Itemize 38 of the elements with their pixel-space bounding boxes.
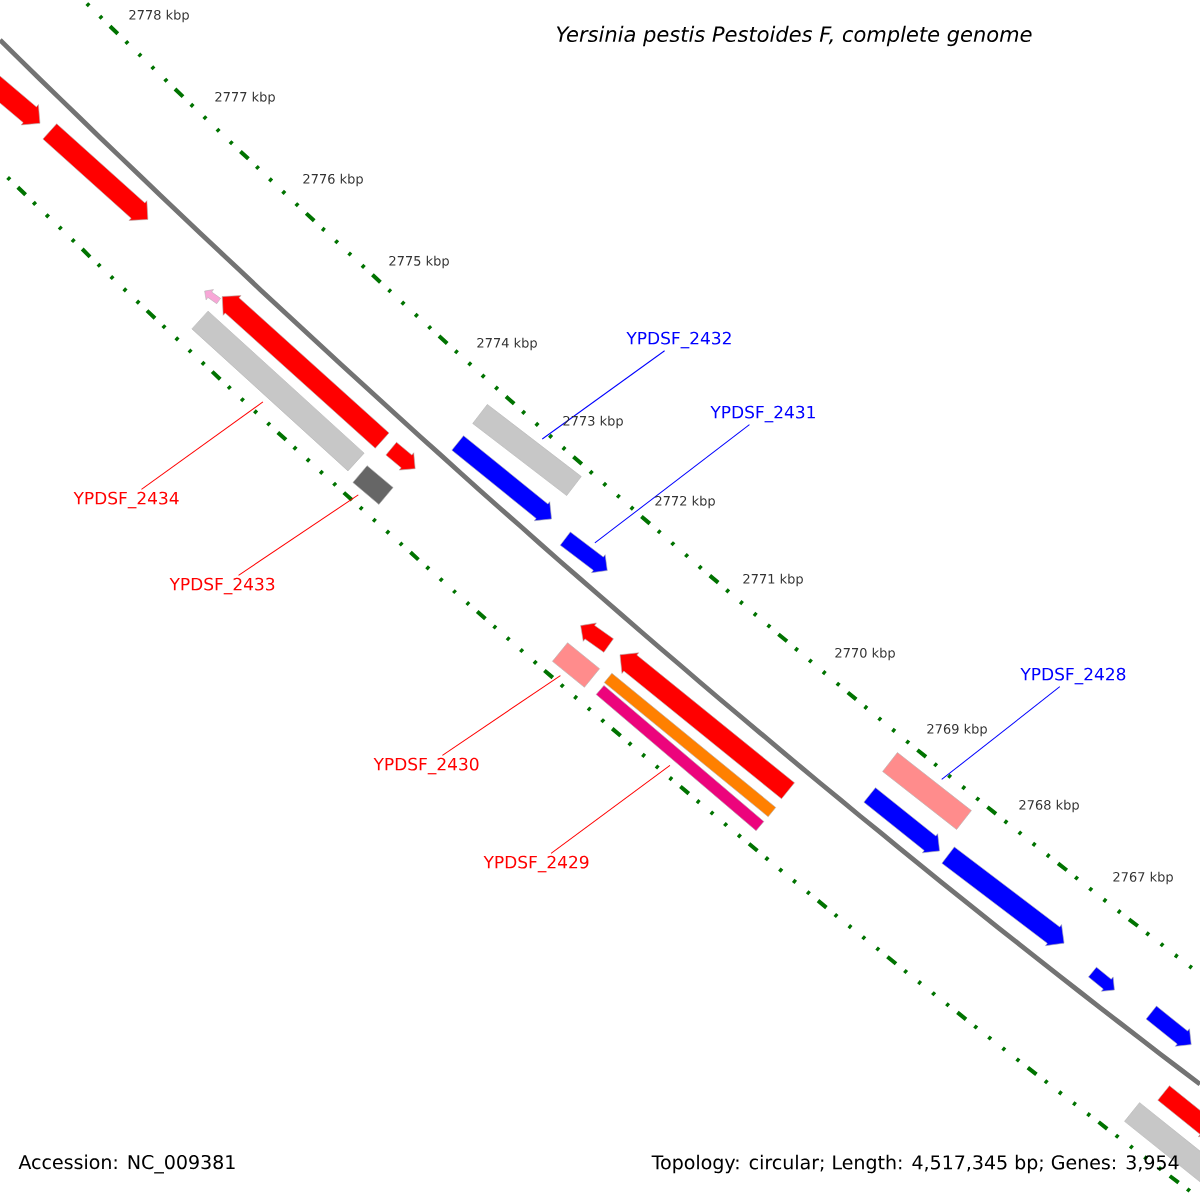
title: Yersinia pestis Pestoides F, complete genome: [556, 25, 1032, 47]
gene-feature: [603, 673, 777, 818]
gene-label: YPDSF_2431: [710, 405, 815, 423]
gene-feature: [1088, 966, 1115, 992]
gene-feature: [580, 622, 614, 653]
gene-feature: [552, 642, 600, 688]
gene-feature: [1124, 1102, 1200, 1186]
leader-line: [941, 686, 1061, 780]
gene-label: YPDSF_2429: [483, 855, 589, 873]
gene-feature: [1145, 1005, 1192, 1047]
gene-label: YPDSF_2434: [73, 491, 179, 509]
gene-feature: [221, 295, 390, 449]
leader-line: [541, 350, 666, 440]
footer-text: Accession: NC_009381: [18, 1154, 235, 1174]
gene-feature: [352, 465, 394, 505]
gene-feature: [560, 531, 608, 573]
gene-label: YPDSF_2430: [373, 757, 479, 775]
gene-label: YPDSF_2433: [169, 577, 275, 595]
gene-feature: [1157, 1085, 1200, 1138]
gene-feature: [941, 846, 1065, 946]
gene-feature: [191, 310, 365, 472]
gene-feature: [882, 752, 972, 830]
gene-label: YPDSF_2428: [1020, 667, 1126, 685]
footer-text: Topology: circular; Length: 4,517,345 bp; Genes: 3,954: [651, 1154, 1179, 1174]
gene-feature: [42, 123, 149, 221]
gene-feature: [0, 71, 41, 126]
gene-feature: [595, 685, 765, 831]
gene-feature: [385, 442, 416, 471]
gene-feature: [451, 435, 552, 522]
gene-feature: [619, 652, 795, 800]
gene-feature: [204, 289, 221, 305]
gene-feature: [863, 787, 940, 854]
leader-line: [594, 424, 750, 544]
leader-line: [441, 675, 561, 756]
leader-line: [238, 494, 359, 576]
leader-line: [140, 401, 264, 490]
leader-line: [550, 764, 671, 854]
gene-label: YPDSF_2432: [626, 331, 731, 349]
